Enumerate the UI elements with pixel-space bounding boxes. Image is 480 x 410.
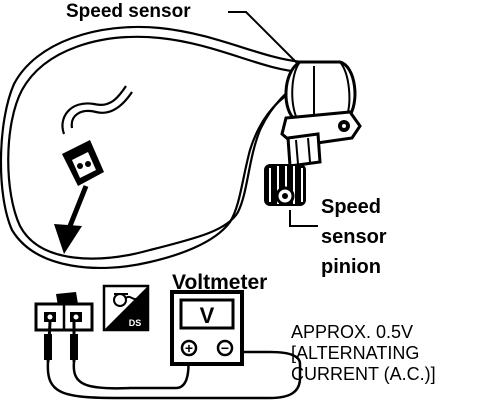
voltmeter — [170, 290, 244, 366]
pinion-label-line-1: Speed — [321, 196, 382, 218]
measurement-note-line-1: APPROX. 0.5V — [291, 322, 414, 342]
plus-terminal-icon: + — [185, 340, 193, 356]
ac-voltage-selector-icon — [102, 284, 150, 332]
speed-sensor-label: Speed sensor — [66, 1, 191, 22]
voltmeter-face-label: V — [200, 303, 215, 328]
harness-connector — [62, 140, 104, 186]
speed-sensor-leader-line — [228, 11, 301, 67]
arrow-down-icon — [54, 185, 89, 254]
speed-sensor — [280, 60, 362, 168]
speed-sensor-pinion-label: Speed sensor pinion — [321, 192, 387, 282]
pinion-leader-line — [289, 210, 318, 227]
speed-sensor-pinion — [264, 164, 306, 206]
measurement-note-line-2: [ALTERNATING — [291, 343, 420, 363]
selector-mark-label: DS — [129, 318, 142, 328]
measurement-note: APPROX. 0.5V [ALTERNATING CURRENT (A.C.)… — [291, 322, 436, 385]
test-connector — [34, 292, 94, 332]
measurement-note-line-3: CURRENT (A.C.)] — [291, 364, 436, 384]
pinion-label-line-3: pinion — [321, 256, 381, 278]
test-probes — [44, 321, 78, 363]
wiring-harness — [0, 25, 307, 270]
pinion-label-line-2: sensor — [321, 226, 387, 248]
minus-terminal-icon: − — [221, 340, 229, 356]
voltmeter-label: Voltmeter — [172, 271, 268, 294]
